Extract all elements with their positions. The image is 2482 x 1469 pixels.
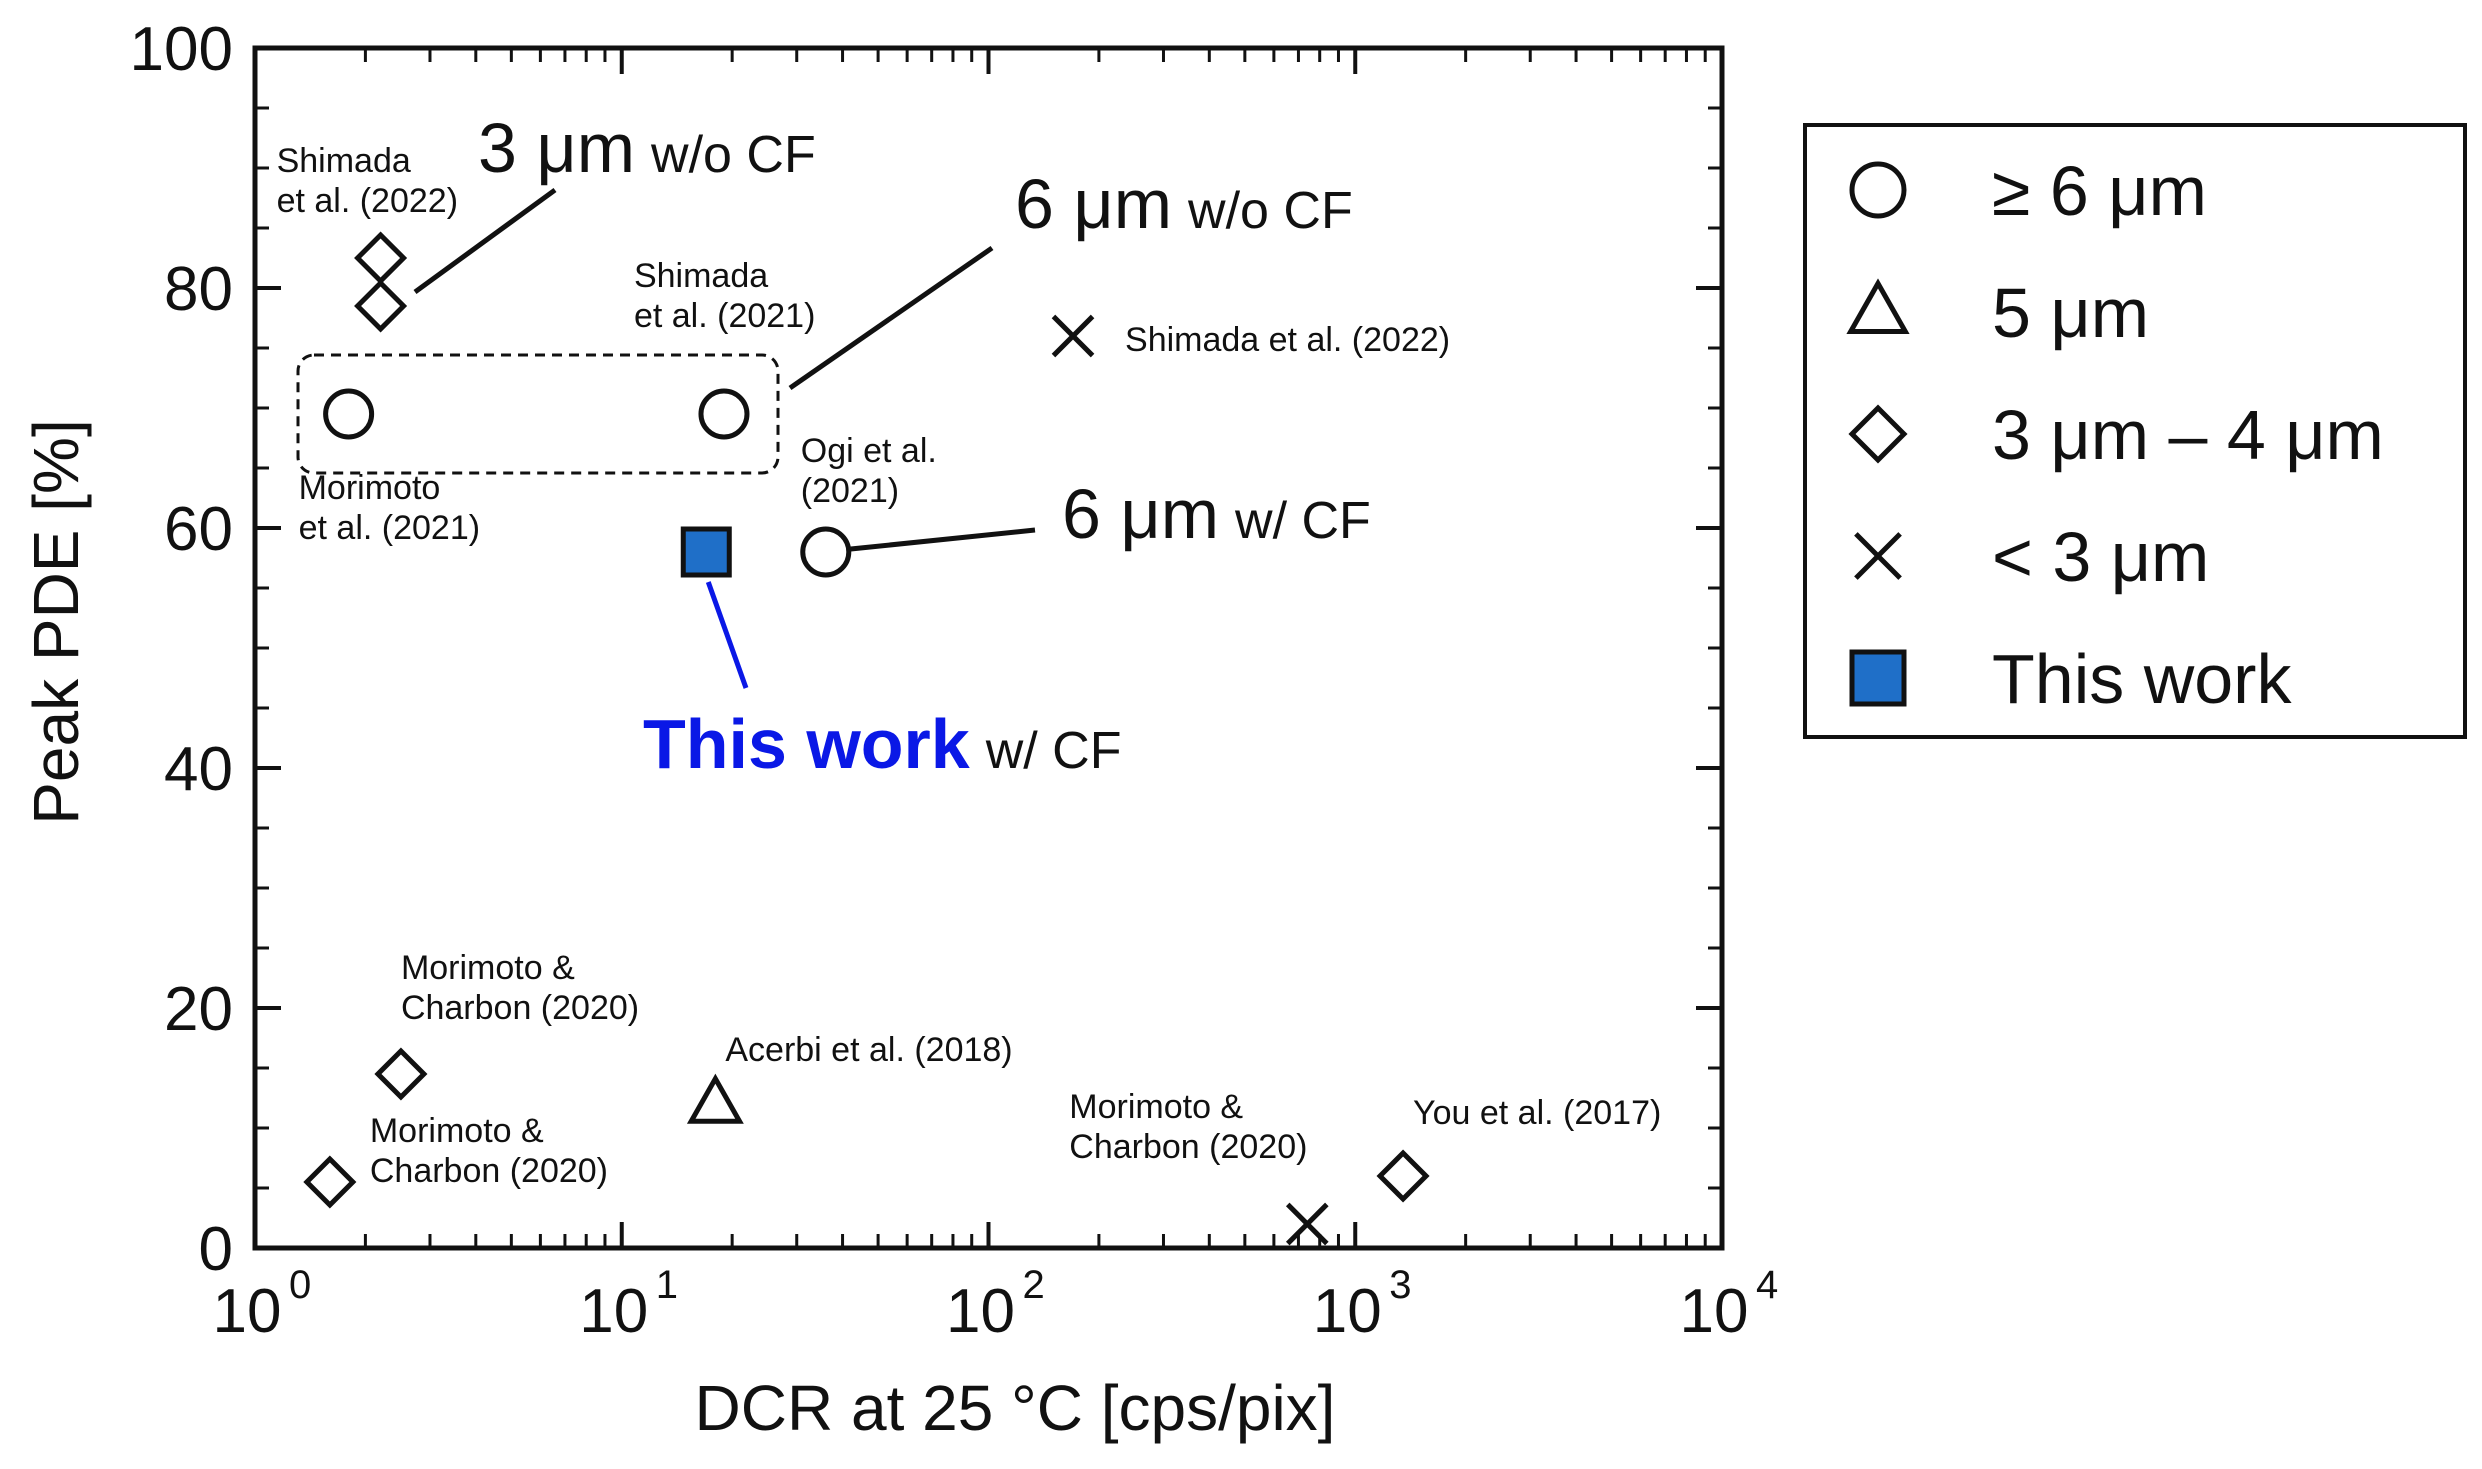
data-point-diamond: [374, 1047, 428, 1101]
point-label: Charbon (2020): [401, 989, 639, 1027]
data-point-diamond: [354, 279, 408, 333]
legend-label: 3 μm – 4 μm: [1992, 396, 2384, 474]
point-label: et al. (2022): [277, 182, 458, 220]
legend-marker-filled-square: [1849, 649, 1907, 707]
point-label: Ogi et al.: [801, 432, 937, 470]
point-label: You et al. (2017): [1413, 1094, 1661, 1132]
y-tick-label: 60: [164, 495, 233, 564]
data-point-diamond: [1376, 1149, 1430, 1203]
point-label: Morimoto &: [370, 1112, 544, 1150]
x-tick-label: 10: [946, 1277, 1015, 1346]
callout-small: w/ CF: [985, 722, 1122, 780]
callout-big: 6 μm: [1062, 475, 1219, 553]
y-tick-label: 20: [164, 975, 233, 1044]
data-point-cross-stroke: [1051, 314, 1095, 358]
callout-small: w/o CF: [1187, 182, 1353, 240]
point-label: Shimada: [634, 257, 768, 295]
y-tick-label: 0: [199, 1215, 233, 1284]
point-label: Morimoto &: [401, 949, 575, 987]
point-label: Morimoto &: [1069, 1088, 1243, 1126]
data-point-cross-stroke: [1285, 1202, 1329, 1246]
legend: ≥ 6 μm 5 μm 3 μm – 4 μm < 3 μm This work: [1803, 123, 2467, 739]
legend-marker-cross-stroke: [1854, 532, 1902, 580]
x-tick-exponent: 4: [1756, 1263, 1778, 1307]
callout-leader: [788, 245, 994, 391]
data-point-diamond: [354, 231, 408, 285]
x-tick-label: 10: [1680, 1277, 1749, 1346]
data-point-circle: [323, 388, 375, 440]
x-tick-exponent: 1: [656, 1263, 678, 1307]
x-tick-label: 10: [1313, 1277, 1382, 1346]
x-tick-exponent: 0: [289, 1263, 311, 1307]
legend-box: [1803, 123, 2467, 739]
callout-3um-wo-cf: 3 μm w/o CF: [478, 109, 816, 187]
callout-6um-wo-cf: 6 μm w/o CF: [1015, 165, 1353, 243]
x-tick-exponent: 2: [1023, 1263, 1045, 1307]
callout-6um-w-cf: 6 μm w/ CF: [1062, 475, 1371, 553]
point-label: Charbon (2020): [370, 1152, 608, 1190]
x-tick-label: 10: [213, 1277, 282, 1346]
x-axis-title: DCR at 25 °C [cps/pix]: [695, 1372, 1336, 1444]
callout-big: This work: [643, 705, 970, 783]
point-label: Acerbi et al. (2018): [725, 1031, 1012, 1069]
data-point-filled-square: [680, 526, 732, 578]
dashed-group-box: [296, 353, 780, 475]
legend-marker-circle: [1849, 161, 1907, 219]
callout-leader: [413, 187, 557, 295]
callout-leader: [850, 527, 1036, 552]
point-label: (2021): [801, 472, 899, 510]
point-label: Charbon (2020): [1069, 1128, 1307, 1166]
data-point-circle: [698, 388, 750, 440]
callout-big: 6 μm: [1015, 165, 1172, 243]
legend-label: This work: [1992, 640, 2292, 718]
callout-small: w/o CF: [650, 126, 816, 184]
legend-label: 5 μm: [1992, 274, 2149, 352]
x-tick-label: 10: [579, 1277, 648, 1346]
callout-leader: [705, 581, 749, 689]
data-point-triangle: [686, 1073, 744, 1124]
data-point-cross: [1051, 314, 1095, 358]
callout-small: w/ CF: [1234, 492, 1371, 550]
data-point-diamond: [303, 1155, 357, 1209]
y-tick-label: 40: [164, 735, 233, 804]
legend-label: ≥ 6 μm: [1992, 152, 2207, 230]
point-label: et al. (2021): [299, 509, 480, 547]
data-marks: [296, 231, 1430, 1246]
y-tick-label: 80: [164, 255, 233, 324]
point-label: et al. (2021): [634, 297, 815, 335]
x-tick-exponent: 3: [1389, 1263, 1411, 1307]
point-label: Morimoto: [299, 469, 441, 507]
legend-label: < 3 μm: [1992, 518, 2209, 596]
callout-big: 3 μm: [478, 109, 635, 187]
data-point-circle: [800, 526, 852, 578]
data-point-cross: [1285, 1202, 1329, 1246]
legend-marker-triangle: [1846, 278, 1910, 334]
y-axis-title: Peak PDE [%]: [20, 419, 92, 825]
point-label: Shimada et al. (2022): [1125, 321, 1450, 359]
legend-marker-cross: [1854, 532, 1902, 580]
callout-this-work: This work w/ CF: [643, 705, 1122, 783]
legend-marker-diamond: [1848, 404, 1908, 464]
y-tick-label: 100: [130, 15, 233, 84]
point-label: Shimada: [277, 142, 411, 180]
